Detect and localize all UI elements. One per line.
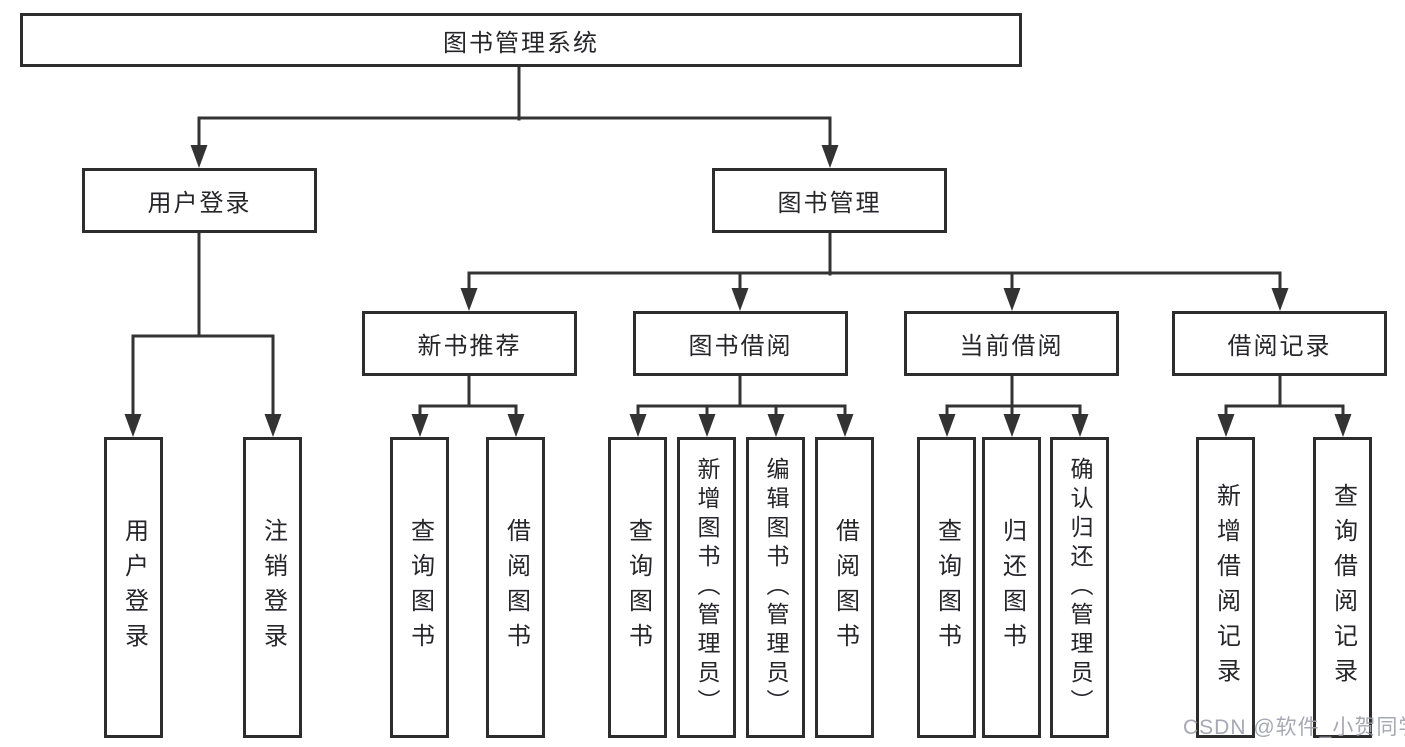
arrowhead	[1071, 414, 1089, 437]
arrowhead	[411, 414, 429, 437]
arrowhead	[938, 414, 956, 437]
leaf-user-login: 用户登录	[104, 437, 163, 738]
arrowhead	[1003, 288, 1021, 311]
arrowhead	[767, 414, 785, 437]
node-book-borrow: 图书借阅	[633, 311, 848, 376]
leaf-add-book-admin: 新增图书（管理员）	[677, 437, 736, 738]
new-book-recommend-label: 新书推荐	[417, 333, 522, 360]
leaf-user-login-label: 用户登录	[120, 517, 148, 658]
leaf-logout-label: 注销登录	[259, 517, 287, 658]
leaf-confirm-return-admin-label: 确认归还（管理员）	[1067, 457, 1093, 718]
leaf-add-book-admin-label: 新增图书（管理员）	[694, 457, 720, 718]
arrowhead	[124, 414, 142, 437]
arrowhead	[731, 288, 749, 311]
leaf-add-borrow-record: 新增借阅记录	[1196, 437, 1255, 738]
leaf-query-borrow-record-label: 查询借阅记录	[1329, 482, 1357, 693]
node-book-management: 图书管理	[712, 168, 947, 233]
book-management-label: 图书管理	[777, 190, 882, 217]
leaf-borrow-books-1: 借阅图书	[486, 437, 545, 738]
leaf-query-books-2: 查询图书	[608, 437, 667, 738]
arrowhead	[629, 414, 647, 437]
arrowhead	[190, 145, 208, 168]
leaf-query-books-3: 查询图书	[917, 437, 976, 738]
book-borrow-label: 图书借阅	[688, 333, 793, 360]
leaf-query-books-1-label: 查询图书	[406, 517, 434, 658]
arrowhead	[821, 145, 839, 168]
borrow-records-label: 借阅记录	[1227, 333, 1332, 360]
node-root: 图书管理系统	[20, 13, 1022, 67]
leaf-logout: 注销登录	[243, 437, 302, 738]
leaf-query-books-1: 查询图书	[390, 437, 449, 738]
arrowhead	[507, 414, 525, 437]
leaf-return-books: 归还图书	[982, 437, 1041, 738]
node-user-login: 用户登录	[82, 168, 317, 233]
root-label: 图书管理系统	[443, 29, 599, 57]
leaf-edit-book-admin-label: 编辑图书（管理员）	[763, 457, 789, 718]
leaf-query-borrow-record: 查询借阅记录	[1313, 437, 1372, 738]
user-login-label: 用户登录	[147, 190, 252, 217]
leaf-borrow-books-2-label: 借阅图书	[831, 517, 859, 658]
leaf-borrow-books-2: 借阅图书	[815, 437, 874, 738]
current-borrow-label: 当前借阅	[959, 333, 1064, 360]
arrowhead	[1217, 414, 1235, 437]
csdn-watermark: CSDN @软件_小贺同学	[1183, 716, 1405, 739]
arrowhead	[836, 414, 854, 437]
arrowhead	[1334, 414, 1352, 437]
leaf-confirm-return-admin: 确认归还（管理员）	[1050, 437, 1109, 738]
leaf-add-borrow-record-label: 新增借阅记录	[1212, 482, 1240, 693]
leaf-query-books-3-label: 查询图书	[933, 517, 961, 658]
node-borrow-records: 借阅记录	[1172, 311, 1387, 376]
leaf-return-books-label: 归还图书	[998, 517, 1026, 658]
leaf-query-books-2-label: 查询图书	[624, 517, 652, 658]
leaf-borrow-books-1-label: 借阅图书	[502, 517, 530, 658]
arrowhead	[1003, 414, 1021, 437]
arrowhead	[264, 414, 282, 437]
arrowhead	[698, 414, 716, 437]
node-new-book-recommend: 新书推荐	[362, 311, 577, 376]
arrowhead	[1271, 288, 1289, 311]
leaf-edit-book-admin: 编辑图书（管理员）	[746, 437, 805, 738]
arrowhead	[460, 288, 478, 311]
node-current-borrow: 当前借阅	[904, 311, 1119, 376]
